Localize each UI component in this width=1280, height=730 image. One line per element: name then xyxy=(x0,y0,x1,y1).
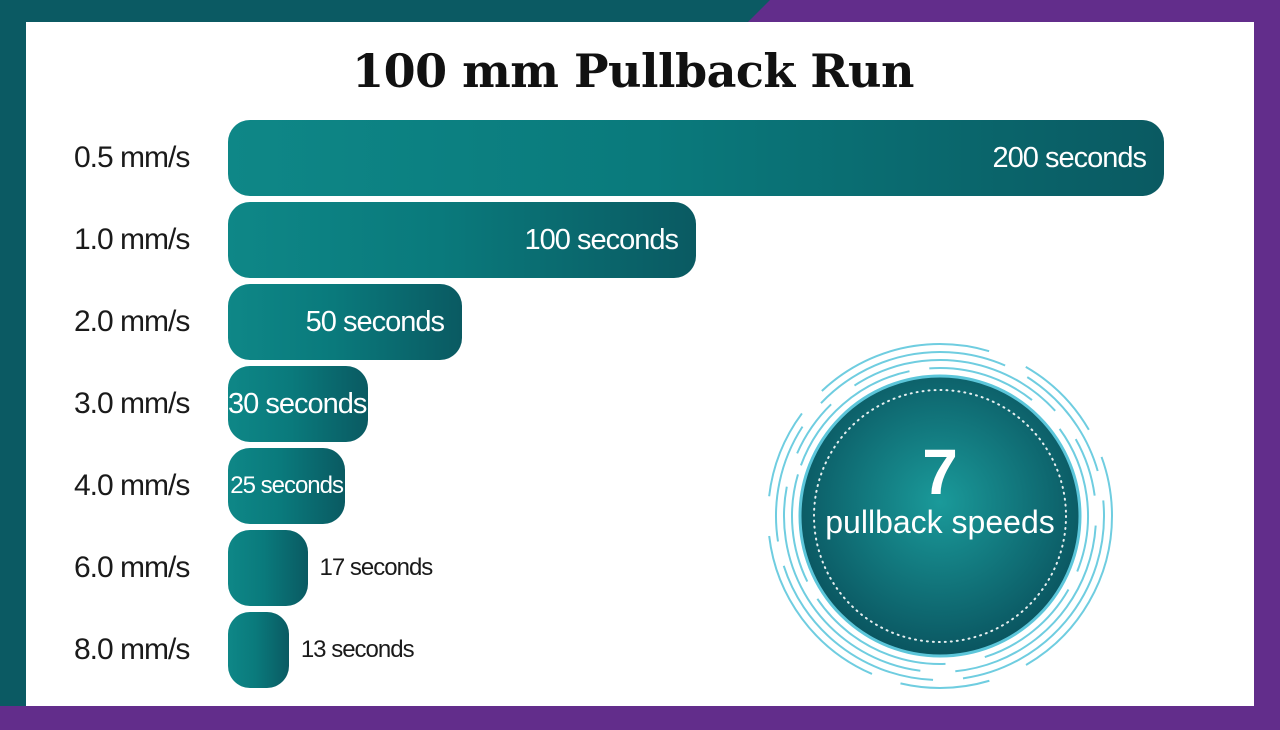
badge-number: 7 xyxy=(922,436,958,508)
bar xyxy=(228,366,369,442)
category-label: 3.0 mm/s xyxy=(74,387,190,420)
value-label: 200 seconds xyxy=(992,142,1147,174)
category-label: 4.0 mm/s xyxy=(74,469,190,502)
bar xyxy=(228,284,462,360)
speeds-badge xyxy=(767,343,1113,689)
value-label: 30 seconds xyxy=(228,388,367,420)
bar xyxy=(228,202,696,278)
chart-title: 100 mm Pullback Run xyxy=(352,44,914,98)
category-label: 8.0 mm/s xyxy=(74,633,190,666)
value-label: 17 seconds xyxy=(319,554,434,581)
category-label: 0.5 mm/s xyxy=(74,141,190,174)
category-label: 2.0 mm/s xyxy=(74,305,190,338)
badge-caption: pullback speeds xyxy=(825,504,1055,540)
category-label: 6.0 mm/s xyxy=(74,551,190,584)
value-label: 13 seconds xyxy=(300,636,415,663)
bar xyxy=(228,120,1164,196)
bar xyxy=(228,612,289,688)
value-label: 25 seconds xyxy=(230,472,344,499)
value-label: 100 seconds xyxy=(524,224,679,256)
bar xyxy=(228,448,345,524)
value-label: 50 seconds xyxy=(305,306,445,338)
category-label: 1.0 mm/s xyxy=(74,223,190,256)
bar xyxy=(228,530,308,606)
